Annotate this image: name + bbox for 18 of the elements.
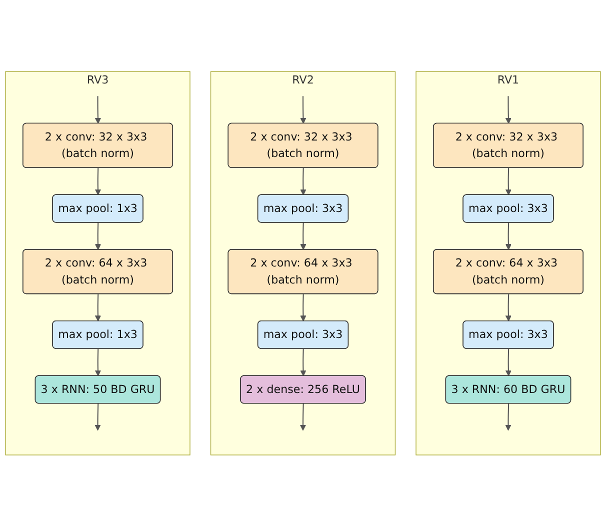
- arrow: [94, 96, 102, 124]
- arrow: [505, 96, 512, 124]
- arrow: [300, 222, 306, 250]
- arrow: [94, 403, 101, 430]
- arrow: [94, 294, 102, 322]
- arrow: [300, 348, 306, 376]
- arrow: [94, 222, 102, 250]
- arrow: [505, 403, 512, 430]
- arrow: [505, 168, 512, 195]
- arrow: [94, 168, 102, 195]
- arrow: [505, 222, 512, 250]
- arrow: [94, 348, 102, 376]
- arrow: [300, 294, 306, 322]
- arrow: [300, 168, 306, 195]
- arrow: [300, 96, 306, 124]
- arrow: [300, 403, 306, 430]
- arrow: [505, 294, 512, 322]
- arrow: [505, 348, 512, 376]
